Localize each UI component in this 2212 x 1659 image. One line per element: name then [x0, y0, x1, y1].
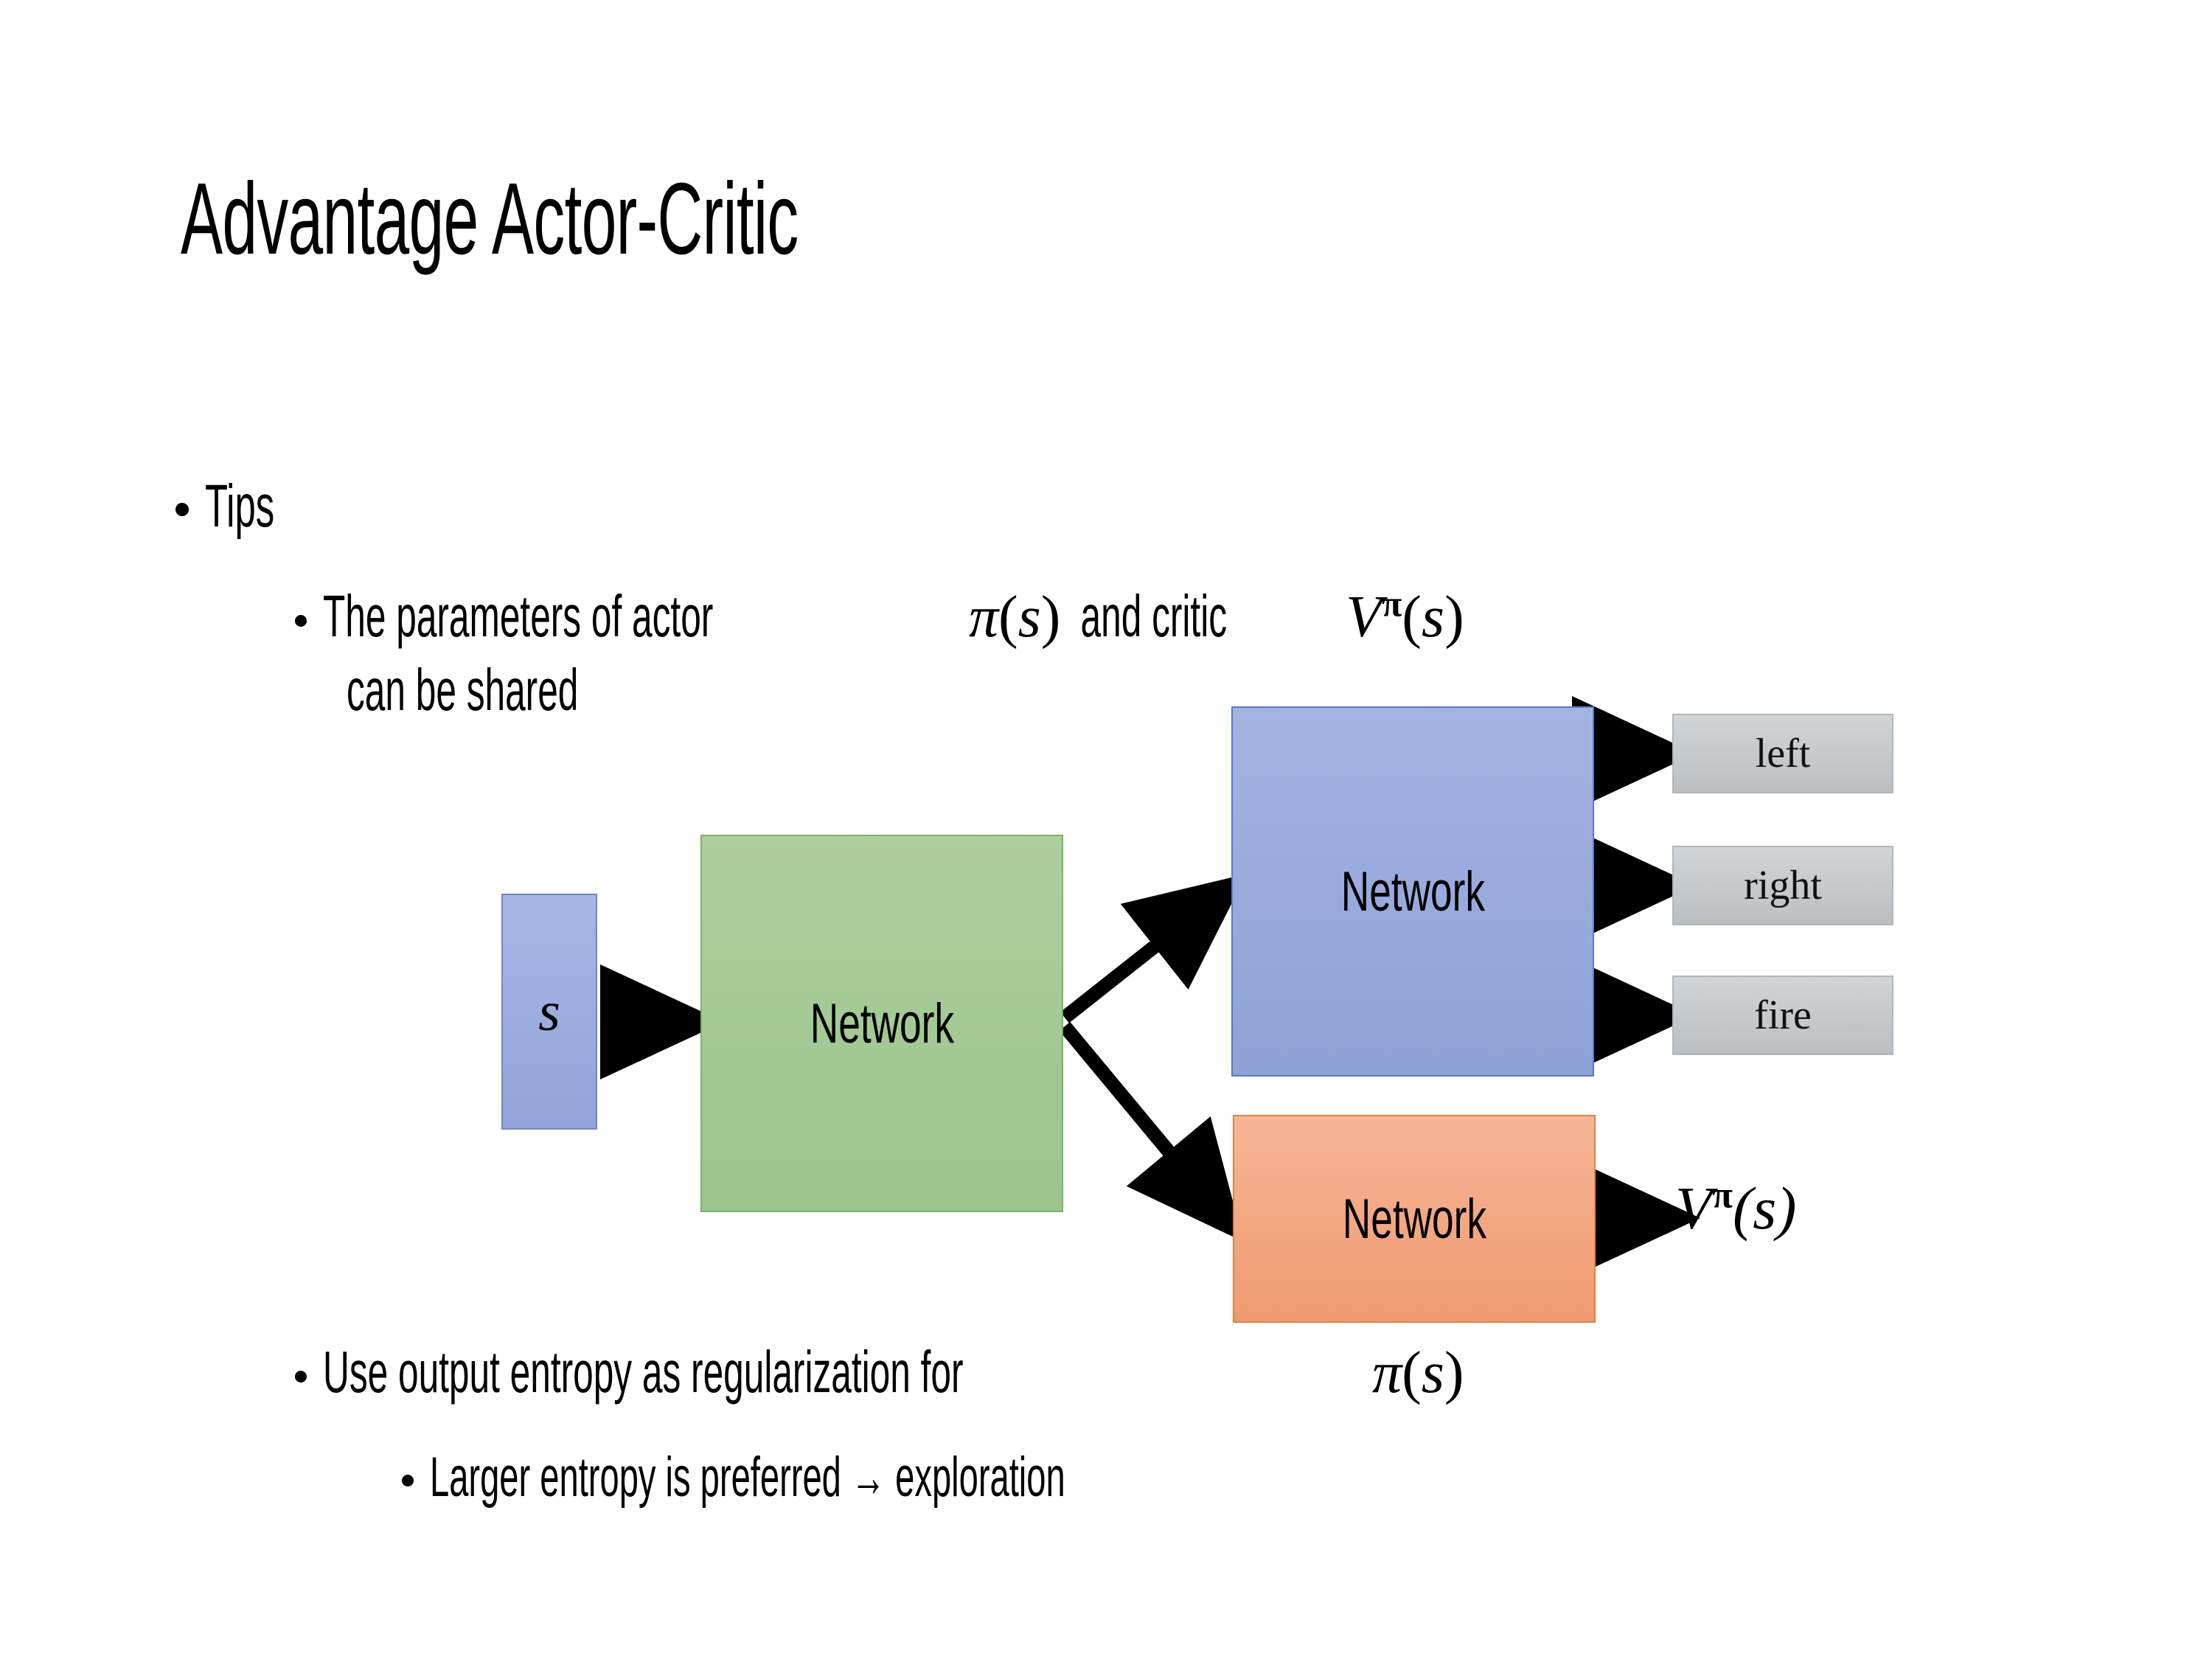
actor-network-box: Network	[1231, 706, 1594, 1077]
shared-network-box: Network	[700, 835, 1063, 1212]
bullet-entropy-prefix: Use output entropy as regularization for	[323, 1339, 974, 1405]
critic-output-base: V	[1675, 1175, 1713, 1242]
bullet-tips: Tips	[175, 472, 317, 541]
bullet-parameters-continuation: can be shared	[347, 656, 720, 724]
input-state-box: s	[501, 894, 597, 1130]
critic-network-label: Network	[1342, 1187, 1486, 1251]
input-state-label: s	[538, 980, 560, 1043]
bullet-parameters-prefix: The parameters of actor	[323, 583, 724, 649]
shared-network-label: Network	[810, 992, 954, 1055]
bullet-dot-icon	[402, 1475, 414, 1486]
bullet-dot-icon	[175, 503, 189, 516]
critic-output-value: Vπ(s)	[1675, 1174, 1796, 1243]
bullet-larger-entropy-label: Larger entropy is preferred → exploratio…	[430, 1446, 1065, 1509]
critic-output-argument: (s)	[1732, 1175, 1797, 1242]
action-output-fire-label: fire	[1754, 992, 1812, 1038]
math-actor-pi-s: π(s)	[968, 585, 1061, 650]
bullet-larger-entropy: Larger entropy is preferred → exploratio…	[402, 1445, 1455, 1509]
action-output-left-label: left	[1755, 731, 1811, 776]
bullet-tips-label: Tips	[205, 473, 275, 540]
action-output-right-label: right	[1744, 863, 1822, 908]
page-title: Advantage Actor-Critic	[181, 162, 799, 276]
action-output-right: right	[1672, 846, 1893, 925]
bullet-dot-icon	[295, 615, 307, 627]
bullet-dot-icon	[295, 1371, 307, 1382]
bullet-parameters-shared: The parameters of actor π(s) and critic …	[295, 582, 1464, 651]
bullet-entropy-regularization: Use output entropy as regularization for…	[295, 1338, 1464, 1407]
math-critic-v-pi-s: Vπ(s)	[1346, 583, 1464, 650]
action-output-left: left	[1672, 714, 1893, 793]
critic-network-box: Network	[1233, 1115, 1596, 1323]
math-entropy-pi-s: π(s)	[1372, 1340, 1464, 1405]
bullet-parameters-line2: can be shared	[347, 657, 579, 723]
bullet-parameters-mid: and critic	[1060, 583, 1238, 649]
arrow-shared-to-actor	[1060, 874, 1247, 1023]
arrow-shared-to-critic	[1059, 1021, 1244, 1242]
actor-network-label: Network	[1340, 860, 1485, 923]
action-output-fire: fire	[1672, 975, 1893, 1055]
critic-output-superscript: π	[1712, 1174, 1733, 1216]
